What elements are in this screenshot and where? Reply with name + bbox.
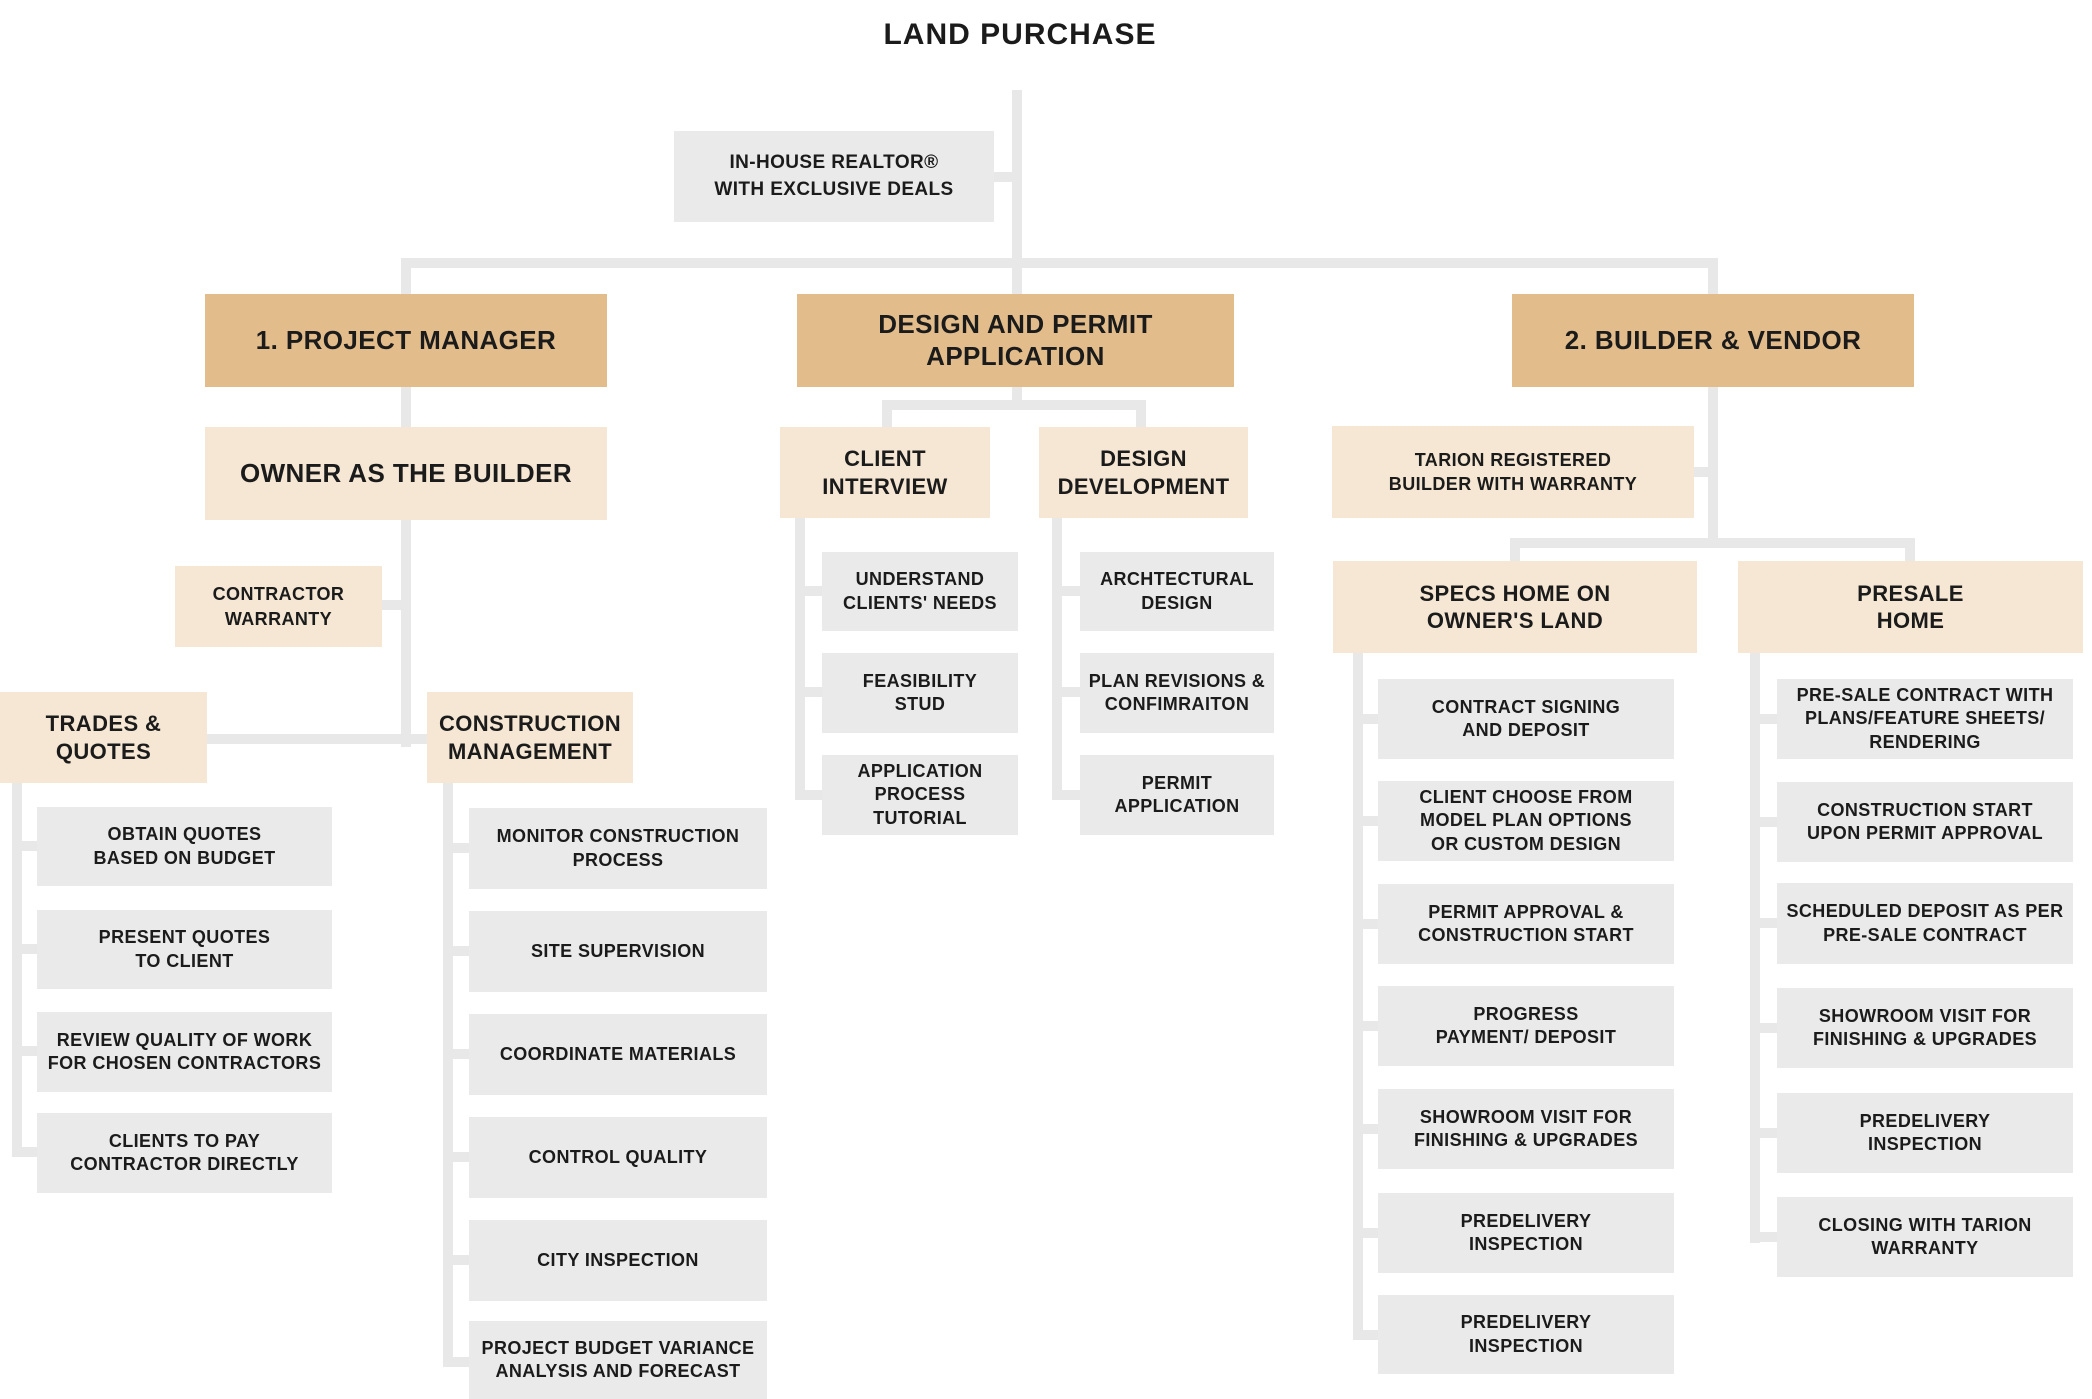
node-owner-as-builder: OWNER AS THE BUILDER (205, 427, 607, 520)
trades-item: CLIENTS TO PAY CONTRACTOR DIRECTLY (37, 1113, 332, 1193)
connector-line (1353, 1021, 1378, 1031)
construction-item: CONTROL QUALITY (469, 1117, 767, 1198)
client-interview-item: APPLICATION PROCESS TUTORIAL (822, 755, 1018, 835)
construction-item: MONITOR CONSTRUCTION PROCESS (469, 808, 767, 889)
connector-line (1708, 384, 1718, 546)
presale-home-item: SCHEDULED DEPOSIT AS PER PRE-SALE CONTRA… (1777, 883, 2073, 964)
node-presale-home: PRESALE HOME (1738, 561, 2083, 653)
specs-home-item: CLIENT CHOOSE FROM MODEL PLAN OPTIONS OR… (1378, 781, 1674, 861)
node-client-interview: CLIENT INTERVIEW (780, 427, 990, 518)
construction-item: COORDINATE MATERIALS (469, 1014, 767, 1095)
specs-home-item: PERMIT APPROVAL & CONSTRUCTION START (1378, 884, 1674, 964)
connector-line (1052, 586, 1080, 596)
connector-line (443, 946, 471, 956)
connector-line (1708, 258, 1718, 296)
node-design-permit-application: DESIGN AND PERMIT APPLICATION (797, 294, 1234, 387)
connector-line (795, 687, 822, 697)
connector-line (1694, 467, 1714, 477)
connector-line (992, 172, 1016, 182)
specs-home-item: PROGRESS PAYMENT/ DEPOSIT (1378, 986, 1674, 1066)
node-design-development: DESIGN DEVELOPMENT (1039, 427, 1248, 518)
connector-line (1750, 817, 1777, 827)
connector-line (1353, 1330, 1378, 1340)
connector-line (12, 944, 40, 954)
connector-line (401, 258, 1718, 268)
construction-item: CITY INSPECTION (469, 1220, 767, 1301)
connector-line (203, 734, 433, 744)
presale-home-item: CONSTRUCTION START UPON PERMIT APPROVAL (1777, 782, 2073, 862)
connector-line (1353, 714, 1378, 724)
client-interview-item: UNDERSTAND CLIENTS' NEEDS (822, 552, 1018, 631)
design-development-item: PERMIT APPLICATION (1080, 755, 1274, 835)
connector-line (1353, 816, 1378, 826)
trades-item: PRESENT QUOTES TO CLIENT (37, 910, 332, 989)
connector-line (12, 1046, 40, 1056)
presale-home-item: SHOWROOM VISIT FOR FINISHING & UPGRADES (1777, 988, 2073, 1068)
connector-line (1353, 651, 1363, 1339)
node-project-manager: 1. PROJECT MANAGER (205, 294, 607, 387)
connector-line (1353, 919, 1378, 929)
trades-item: REVIEW QUALITY OF WORK FOR CHOSEN CONTRA… (37, 1012, 332, 1092)
presale-home-item: CLOSING WITH TARION WARRANTY (1777, 1197, 2073, 1277)
connector-line (1905, 538, 1915, 564)
connector-line (443, 1255, 471, 1265)
connector-line (1136, 400, 1146, 430)
chart-title: LAND PURCHASE (883, 18, 1157, 51)
client-interview-item: FEASIBILITY STUD (822, 653, 1018, 733)
connector-line (1012, 385, 1022, 407)
design-development-item: PLAN REVISIONS & CONFIMRAITON (1080, 653, 1274, 733)
presale-home-item: PRE-SALE CONTRACT WITH PLANS/FEATURE SHE… (1777, 679, 2073, 759)
node-builder-vendor: 2. BUILDER & VENDOR (1512, 294, 1914, 387)
connector-line (12, 841, 40, 851)
node-contractor-warranty: CONTRACTOR WARRANTY (175, 566, 382, 647)
connector-line (1353, 1124, 1378, 1134)
construction-item: PROJECT BUDGET VARIANCE ANALYSIS AND FOR… (469, 1321, 767, 1399)
connector-line (1012, 90, 1022, 295)
connector-line (1750, 1128, 1777, 1138)
connector-line (443, 1152, 471, 1162)
node-specs-home: SPECS HOME ON OWNER'S LAND (1333, 561, 1697, 653)
connector-line (882, 400, 892, 430)
connector-line (443, 1049, 471, 1059)
node-tarion-registered-builder: TARION REGISTERED BUILDER WITH WARRANTY (1332, 426, 1694, 518)
connector-line (1750, 1023, 1777, 1033)
node-trades-quotes: TRADES & QUOTES (0, 692, 207, 783)
connector-line (882, 400, 1146, 410)
connector-line (1052, 790, 1080, 800)
connector-line (1052, 687, 1080, 697)
connector-line (401, 258, 411, 296)
specs-home-item: SHOWROOM VISIT FOR FINISHING & UPGRADES (1378, 1089, 1674, 1169)
connector-line (378, 600, 408, 610)
construction-item: SITE SUPERVISION (469, 911, 767, 992)
design-development-item: ARCHTECTURAL DESIGN (1080, 552, 1274, 631)
connector-line (12, 781, 22, 1157)
connector-line (795, 790, 822, 800)
connector-line (443, 843, 471, 853)
connector-line (1750, 714, 1777, 724)
connector-line (1353, 1228, 1378, 1238)
presale-home-item: PREDELIVERY INSPECTION (1777, 1093, 2073, 1173)
specs-home-item: CONTRACT SIGNING AND DEPOSIT (1378, 679, 1674, 759)
connector-line (443, 1357, 471, 1367)
connector-line (443, 781, 453, 1367)
connector-line (795, 586, 822, 596)
connector-line (401, 384, 411, 747)
specs-home-item: PREDELIVERY INSPECTION (1378, 1295, 1674, 1374)
connector-line (1750, 651, 1760, 1243)
trades-item: OBTAIN QUOTES BASED ON BUDGET (37, 807, 332, 886)
connector-line (12, 1147, 40, 1157)
connector-line (1510, 538, 1915, 548)
connector-line (1750, 1232, 1777, 1242)
connector-line (1510, 538, 1520, 564)
connector-line (1750, 918, 1777, 928)
node-construction-management: CONSTRUCTION MANAGEMENT (427, 692, 633, 783)
connector-line (795, 516, 805, 800)
connector-line (1052, 516, 1062, 800)
specs-home-item: PREDELIVERY INSPECTION (1378, 1193, 1674, 1273)
node-inhouse-realtor: IN-HOUSE REALTOR® WITH EXCLUSIVE DEALS (674, 131, 994, 222)
